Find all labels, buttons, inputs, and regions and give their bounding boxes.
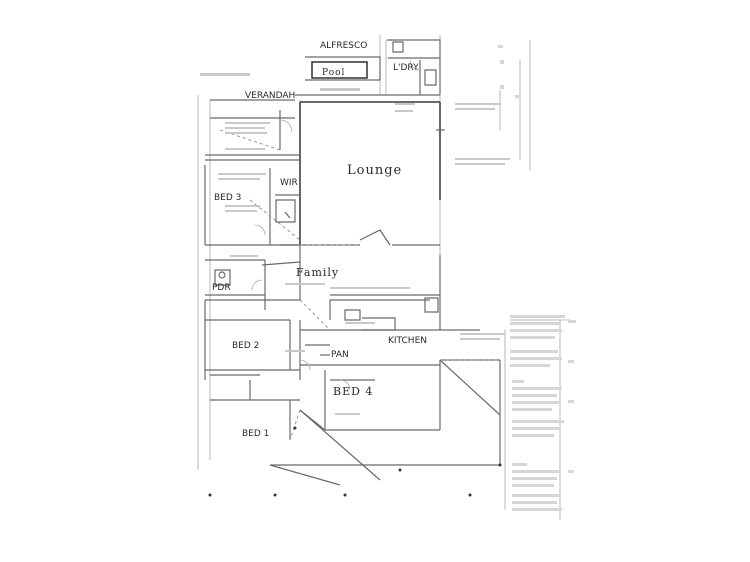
kitchen-label: KITCHEN [388, 336, 427, 346]
wir-label: WIR [280, 178, 298, 188]
pan-label: PAN [331, 350, 349, 360]
notes-column [498, 45, 576, 511]
bed3-label: BED 3 [214, 193, 241, 203]
walls [204, 39, 501, 486]
family-label: Family [296, 266, 339, 279]
bed1-label: BED 1 [242, 429, 269, 439]
pdr-label: PDR [212, 283, 231, 293]
verandah-label: VERANDAH [245, 91, 295, 101]
note-scribbles [200, 73, 510, 415]
pool-label: Pool [322, 68, 345, 78]
door-swings [251, 59, 421, 391]
pool-outline [311, 61, 368, 79]
marker-dots [208, 426, 502, 497]
laundry-label: L'DRY [393, 63, 419, 73]
lounge-label: Lounge [347, 163, 402, 178]
faint-structure [197, 35, 570, 520]
bed2-label: BED 2 [232, 341, 259, 351]
dashed-lines [219, 129, 500, 441]
bed4-label: BED 4 [333, 385, 373, 398]
alfresco-label: ALFRESCO [320, 41, 367, 51]
